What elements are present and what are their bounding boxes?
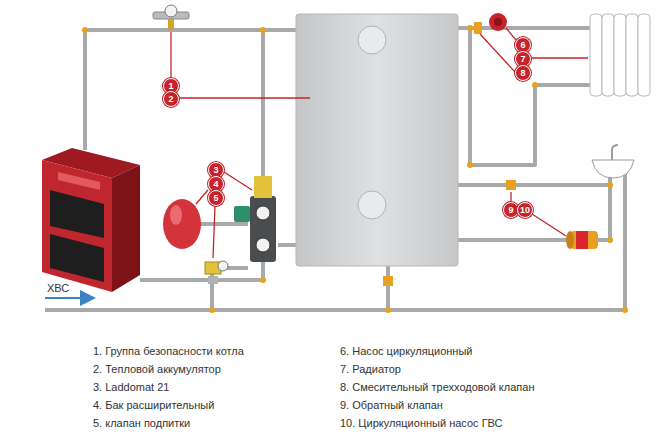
callout-number: 10 [517,202,533,218]
callout-number: 2 [163,91,179,107]
list-item: 9. Обратный клапан [340,399,443,411]
callout-number: 5 [208,190,224,206]
leader-lines [171,28,588,258]
flow-label: ХВС [47,282,69,294]
circulation-pump [474,13,507,34]
check-valve [506,180,516,190]
makeup-valve [205,261,228,284]
heat-accumulator [296,14,458,266]
list-item: 5. клапан подпитки [93,417,190,429]
list-item: 1. Группа безопасности котла [93,345,244,357]
list-item: 6. Насос циркуляционный [340,345,472,357]
list-item: 3. Laddomat 21 [93,381,169,393]
dhw-pump [566,231,598,249]
list-item: 10. Циркуляционный насос ГВС [340,417,503,429]
laddomat [234,176,276,262]
list-item: 4. Бак расширительный [93,399,214,411]
safety-group [153,5,189,30]
list-item: 7. Радиатор [340,363,401,375]
radiator [590,14,650,96]
list-item: 8. Смесительный трехходовой клапан [340,381,534,393]
sink [592,145,634,178]
expansion-tank [163,199,201,249]
cold-water-arrow [45,297,92,299]
list-item: 2. Тепловой аккумулятор [93,363,221,375]
callout-number: 8 [515,65,531,81]
boiler [42,148,140,292]
